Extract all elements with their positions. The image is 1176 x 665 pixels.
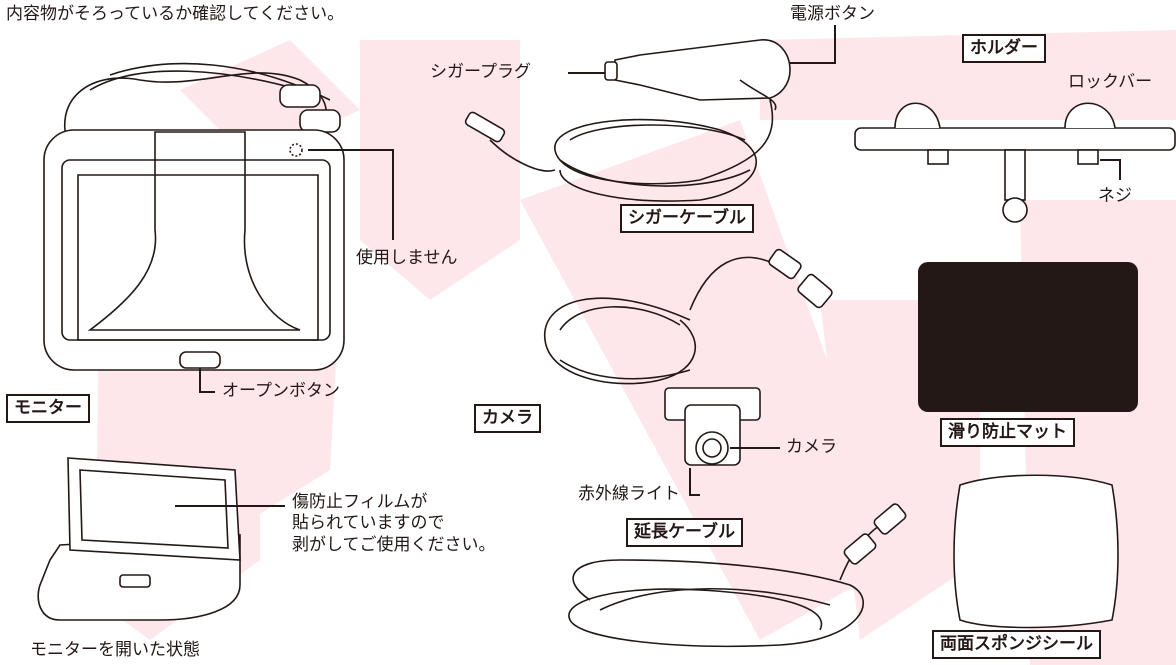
film-note-line-3: 剥がしてご使用ください。 <box>292 534 496 555</box>
instruction-text: 内容物がそろっているか確認してください。 <box>6 4 345 24</box>
sponge-seal-shape <box>953 474 1119 629</box>
power-button-label: 電源ボタン <box>790 4 875 24</box>
extension-cable-title: 延長ケーブル <box>626 518 743 548</box>
extension-cable-illustration <box>568 503 907 648</box>
monitor-open-button-label: オープンボタン <box>222 381 340 401</box>
monitor-illustration <box>43 62 345 371</box>
lock-bar-label: ロックバー <box>1068 72 1153 92</box>
camera-illustration <box>544 248 833 466</box>
holder-title: ホルダー <box>962 34 1046 64</box>
monitor-title: モニター <box>6 394 90 424</box>
film-note-line-1: 傷防止フィルムが <box>292 492 428 512</box>
camera-title: カメラ <box>474 404 541 434</box>
camera-label: カメラ <box>786 437 837 457</box>
cigar-cable-illustration <box>464 39 791 202</box>
screw-label: ネジ <box>1098 186 1132 206</box>
monitor-open-illustration <box>37 457 241 621</box>
monitor-unused-label: 使用しません <box>356 248 458 268</box>
antislip-mat-shape <box>918 262 1138 412</box>
film-note: 傷防止フィルムが 貼られていますので 剥がしてご使用ください。 <box>292 492 496 556</box>
holder-illustration <box>854 102 1176 223</box>
cigar-cable-title: シガーケーブル <box>620 204 754 234</box>
film-note-line-2: 貼られていますので <box>292 513 445 534</box>
ir-light-label: 赤外線ライト <box>578 484 680 504</box>
sponge-seal-title: 両面スポンジシール <box>932 630 1101 660</box>
antislip-mat-title: 滑り防止マット <box>940 418 1075 448</box>
monitor-open-state-label: モニターを開いた状態 <box>30 640 200 660</box>
cigar-plug-label: シガープラグ <box>430 62 531 82</box>
